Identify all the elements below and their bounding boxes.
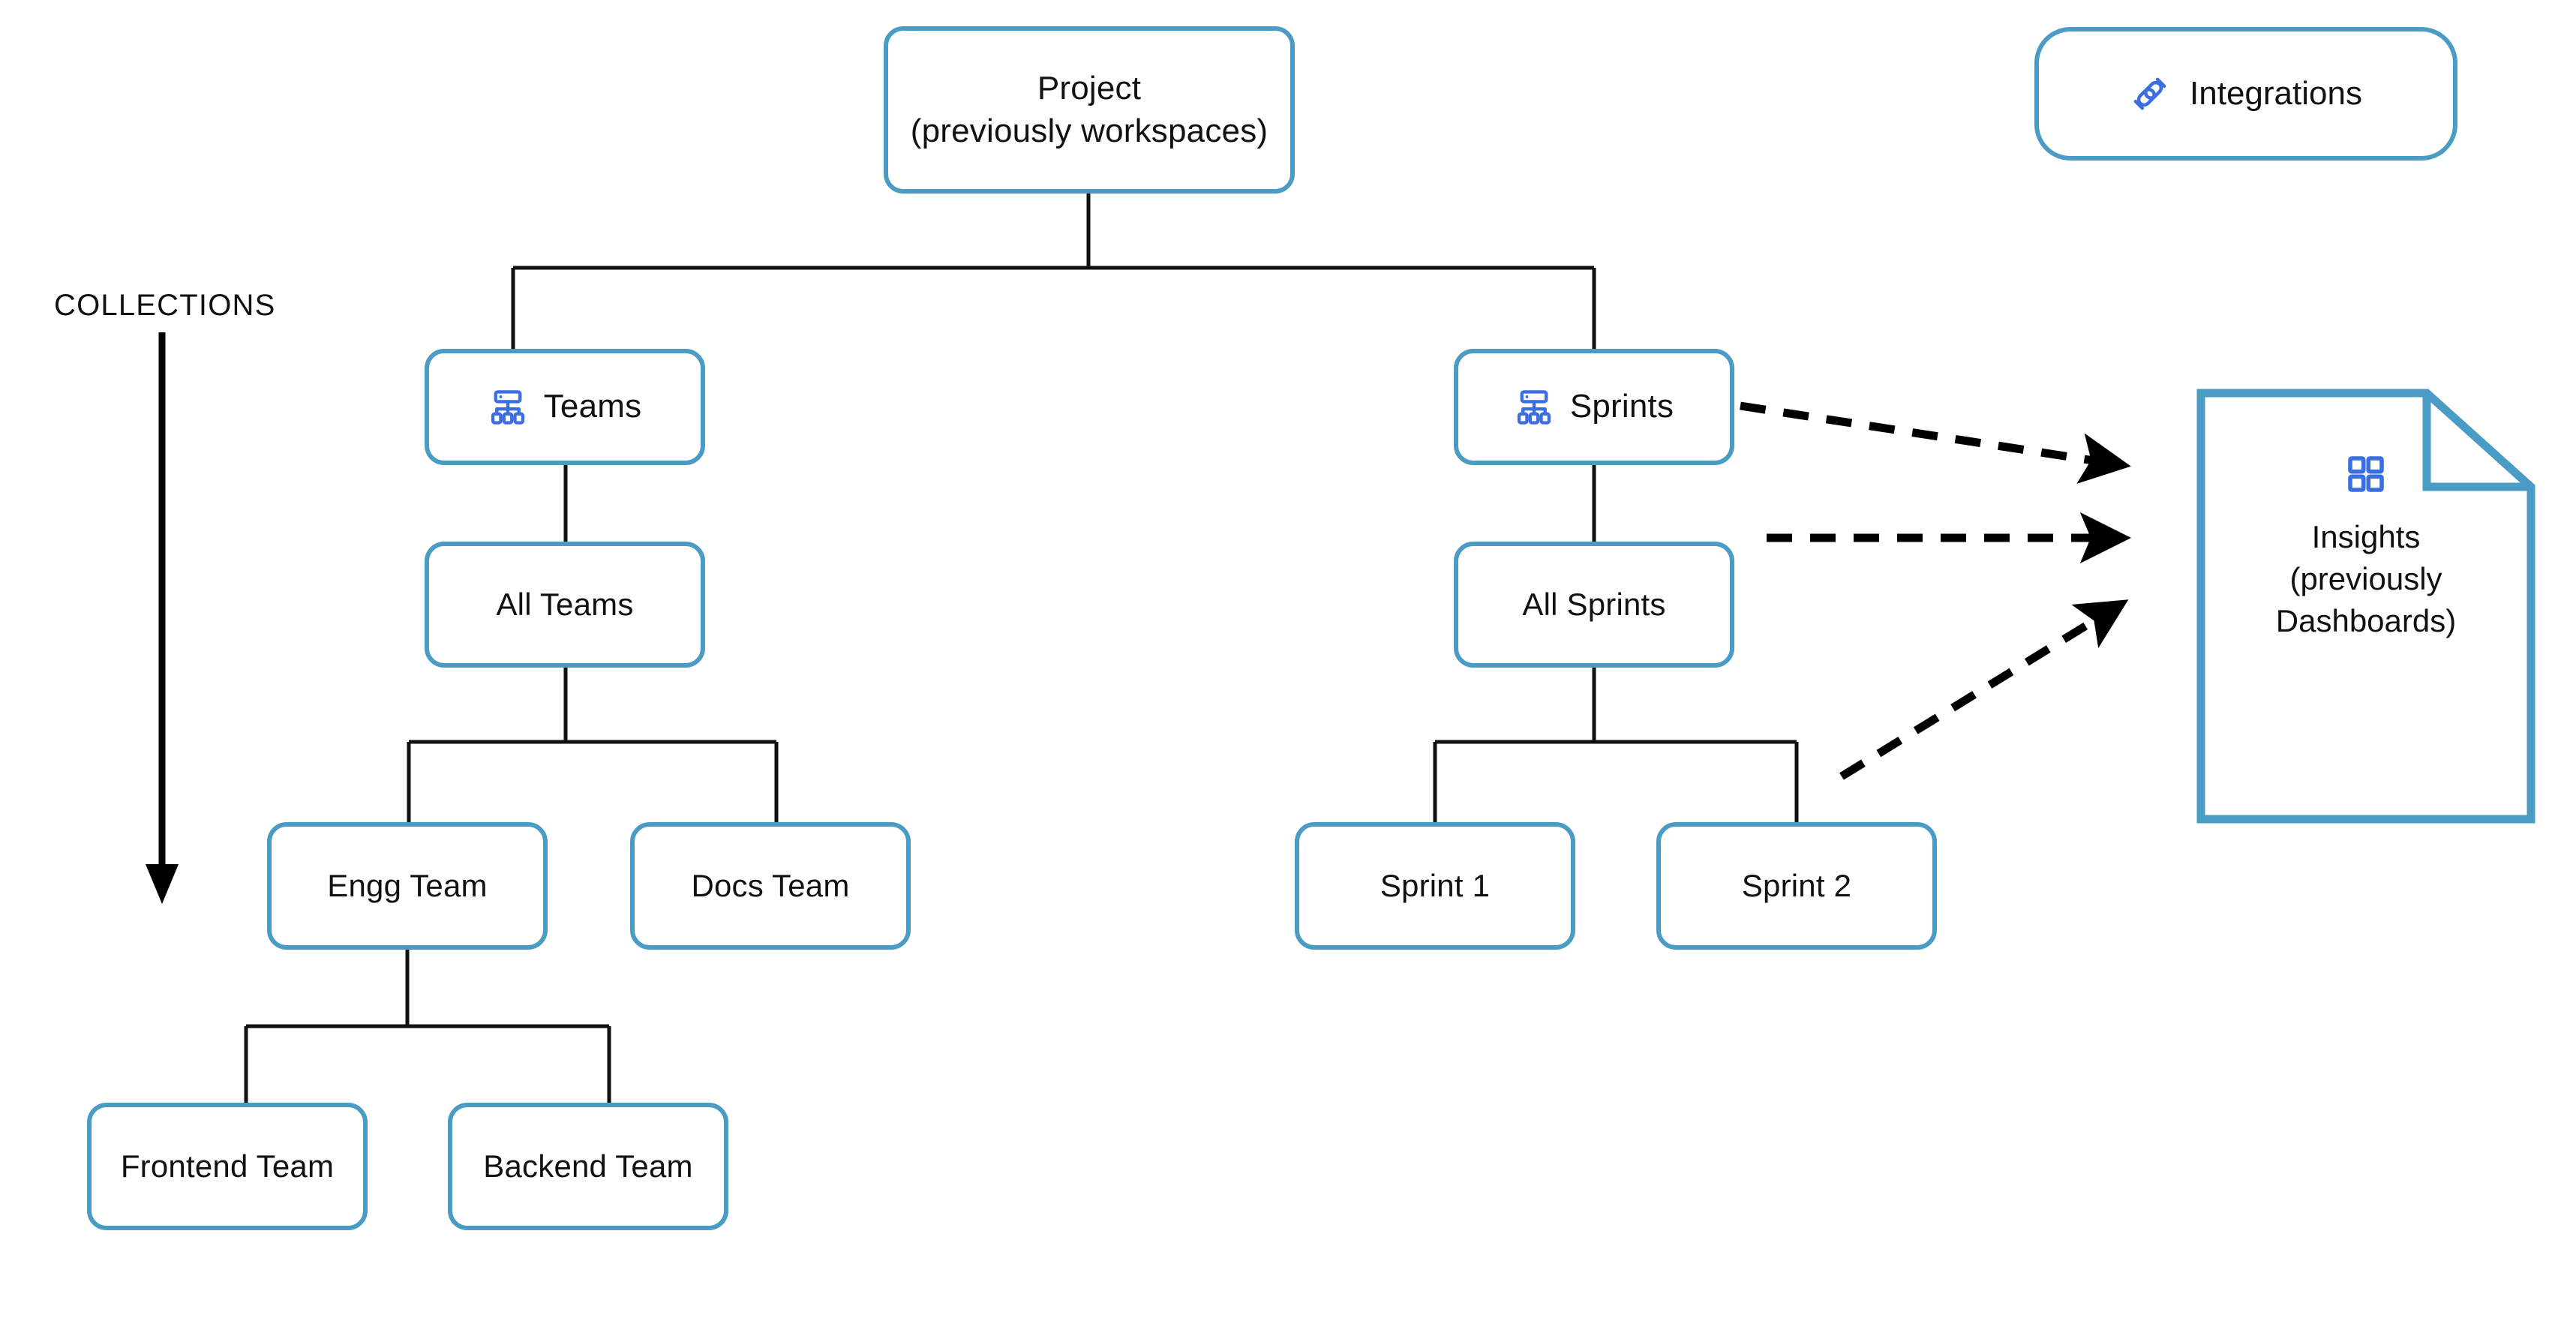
node-all-sprints-label: All Sprints — [1522, 587, 1666, 623]
node-backend-team-label: Backend Team — [483, 1148, 693, 1184]
node-frontend-team[interactable]: Frontend Team — [87, 1103, 368, 1230]
node-teams-label: Teams — [543, 388, 642, 425]
node-sprint-2[interactable]: Sprint 2 — [1656, 822, 1937, 950]
collections-arrowhead — [146, 864, 179, 904]
node-sprint-1-label: Sprint 1 — [1380, 868, 1491, 904]
plug-icon — [2130, 74, 2170, 114]
node-engg-team[interactable]: Engg Team — [267, 822, 548, 950]
node-project-label: Project (previously workspaces) — [910, 70, 1268, 149]
node-backend-team[interactable]: Backend Team — [448, 1103, 728, 1230]
collections-label: COLLECTIONS — [54, 289, 276, 322]
node-engg-team-label: Engg Team — [327, 868, 488, 904]
node-sprints[interactable]: Sprints — [1454, 349, 1734, 465]
node-insights[interactable]: Insights (previously Dashboards) — [2196, 389, 2535, 824]
node-sprint-2-label: Sprint 2 — [1741, 868, 1852, 904]
node-docs-team[interactable]: Docs Team — [630, 822, 911, 950]
node-integrations-label: Integrations — [2190, 75, 2362, 112]
edge-sprint2-to-insights-dashed — [1839, 599, 2129, 780]
node-sprints-label: Sprints — [1569, 388, 1674, 425]
edge-sprints-to-insights-dashed — [1740, 401, 2131, 484]
node-teams[interactable]: Teams — [425, 349, 705, 465]
node-all-sprints[interactable]: All Sprints — [1454, 542, 1734, 668]
node-all-teams-label: All Teams — [496, 587, 634, 623]
node-docs-team-label: Docs Team — [691, 868, 850, 904]
document-shape — [2196, 389, 2535, 824]
node-integrations[interactable]: Integrations — [2034, 27, 2457, 161]
hierarchy-icon — [488, 388, 527, 427]
node-frontend-team-label: Frontend Team — [120, 1148, 335, 1184]
node-all-teams[interactable]: All Teams — [425, 542, 705, 668]
node-sprint-1[interactable]: Sprint 1 — [1295, 822, 1575, 950]
node-project[interactable]: Project (previously workspaces) — [884, 26, 1295, 194]
hierarchy-icon — [1515, 388, 1554, 427]
